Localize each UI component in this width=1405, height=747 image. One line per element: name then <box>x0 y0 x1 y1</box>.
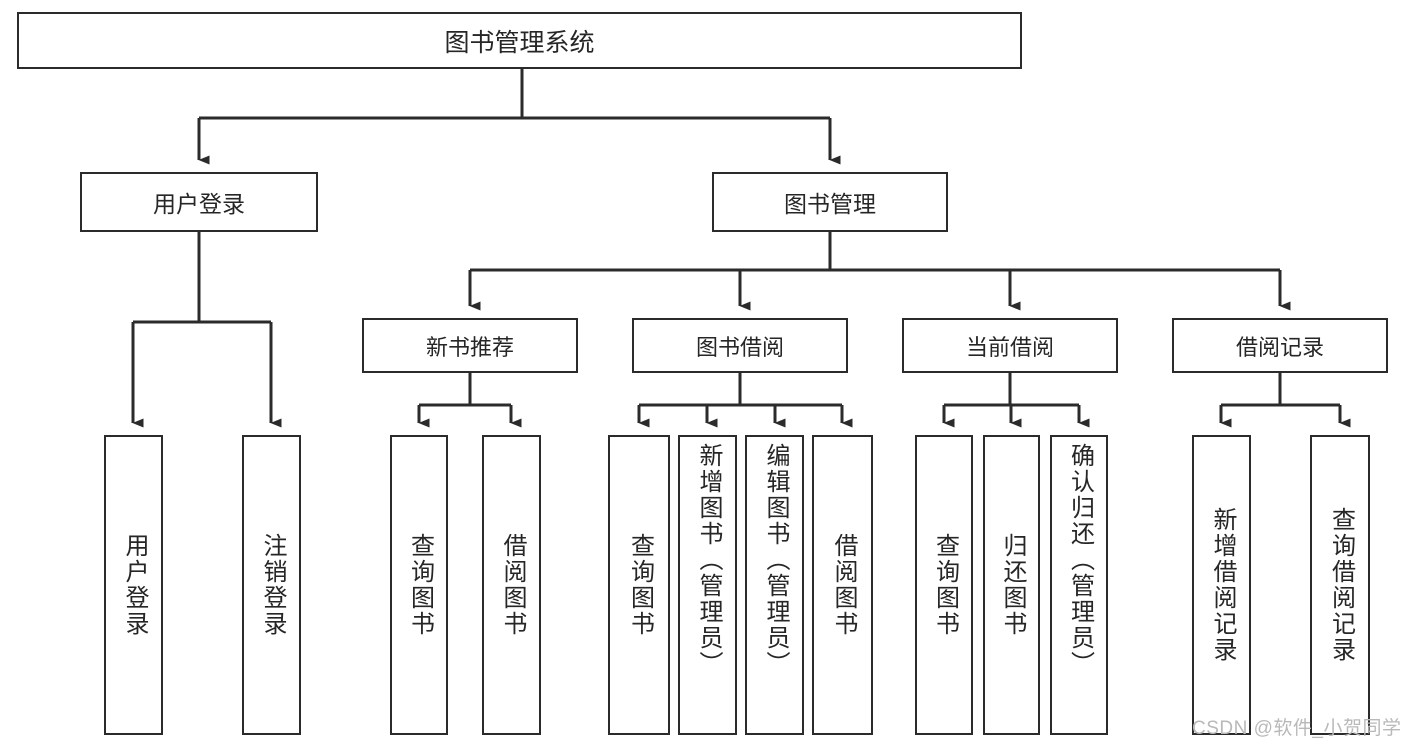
node-leaf-query-book-2[interactable]: 查询图书 <box>608 435 670 735</box>
node-leaf-logout-login[interactable]: 注销登录 <box>242 435 301 735</box>
node-book-management[interactable]: 图书管理 <box>712 172 948 232</box>
node-borrow-record[interactable]: 借阅记录 <box>1172 318 1388 373</box>
node-current-borrow[interactable]: 当前借阅 <box>902 318 1118 373</box>
node-leaf-query-book-1[interactable]: 查询图书 <box>390 435 448 735</box>
node-leaf-user-login[interactable]: 用户登录 <box>104 435 163 735</box>
node-new-book-recommend[interactable]: 新书推荐 <box>362 318 578 373</box>
node-user-login[interactable]: 用户登录 <box>80 172 318 232</box>
node-leaf-query-borrow-record[interactable]: 查询借阅记录 <box>1310 435 1370 735</box>
node-leaf-borrow-book-2[interactable]: 借阅图书 <box>812 435 873 735</box>
node-leaf-add-book-admin[interactable]: 新增图书（管理员） <box>678 435 737 735</box>
node-book-borrow[interactable]: 图书借阅 <box>632 318 848 373</box>
node-leaf-add-borrow-record[interactable]: 新增借阅记录 <box>1192 435 1251 735</box>
node-root[interactable]: 图书管理系统 <box>17 12 1022 69</box>
node-leaf-query-book-3[interactable]: 查询图书 <box>915 435 973 735</box>
node-leaf-edit-book-admin[interactable]: 编辑图书（管理员） <box>745 435 804 735</box>
csdn-watermark: CSDN @软件_小贺同学 <box>1192 718 1402 739</box>
node-leaf-borrow-book-1[interactable]: 借阅图书 <box>482 435 541 735</box>
node-leaf-confirm-return-admin[interactable]: 确认归还（管理员） <box>1050 435 1108 735</box>
node-leaf-return-book[interactable]: 归还图书 <box>983 435 1040 735</box>
